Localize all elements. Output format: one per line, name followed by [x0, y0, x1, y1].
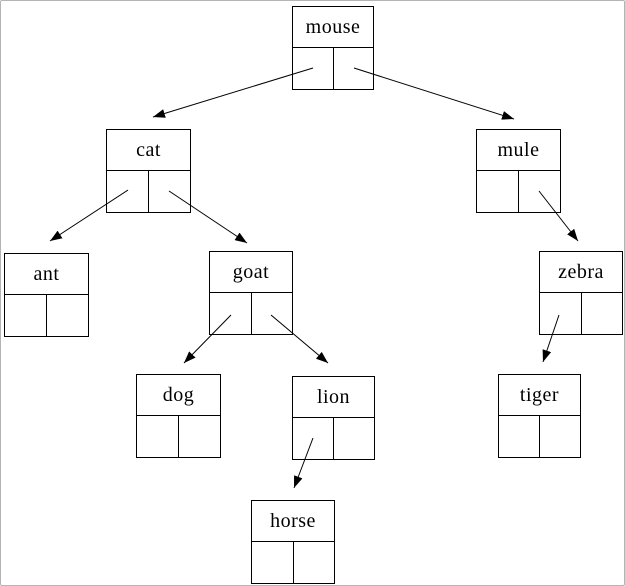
left-pointer-cell — [252, 542, 294, 583]
right-pointer-cell — [179, 416, 220, 457]
pointer-cells — [540, 293, 622, 334]
tree-node-dog: dog — [136, 374, 221, 458]
left-pointer-cell — [477, 171, 519, 212]
tree-node-lion: lion — [292, 376, 375, 460]
node-label: cat — [107, 130, 190, 171]
left-pointer-cell — [293, 418, 334, 459]
tree-node-zebra: zebra — [539, 251, 623, 335]
right-pointer-cell — [149, 171, 190, 212]
pointer-cells — [252, 542, 334, 583]
pointer-cells — [137, 416, 220, 457]
node-label: mule — [477, 130, 560, 171]
pointer-cells — [293, 48, 373, 89]
left-pointer-cell — [293, 48, 334, 89]
right-pointer-cell — [294, 542, 335, 583]
node-label: mouse — [293, 7, 373, 48]
tree-node-goat: goat — [209, 251, 293, 335]
left-pointer-cell — [540, 293, 582, 334]
left-pointer-cell — [210, 293, 252, 334]
node-label: horse — [252, 501, 334, 542]
node-label: tiger — [499, 375, 580, 416]
arrow-mouse-to-mule — [353, 67, 515, 120]
node-label: goat — [210, 252, 292, 293]
node-label: ant — [5, 254, 88, 295]
right-pointer-cell — [519, 171, 560, 212]
right-pointer-cell — [334, 418, 374, 459]
tree-node-horse: horse — [251, 500, 335, 584]
pointer-cells — [293, 418, 374, 459]
pointer-cells — [107, 171, 190, 212]
left-pointer-cell — [107, 171, 149, 212]
left-pointer-cell — [5, 295, 47, 336]
pointer-cells — [210, 293, 292, 334]
right-pointer-cell — [582, 293, 623, 334]
pointer-cells — [477, 171, 560, 212]
right-pointer-cell — [540, 416, 580, 457]
left-pointer-cell — [137, 416, 179, 457]
pointer-cells — [5, 295, 88, 336]
right-pointer-cell — [334, 48, 374, 89]
tree-node-mule: mule — [476, 129, 561, 213]
right-pointer-cell — [252, 293, 293, 334]
arrow-mouse-to-cat — [152, 67, 314, 118]
tree-node-cat: cat — [106, 129, 191, 213]
pointer-cells — [499, 416, 580, 457]
tree-node-ant: ant — [4, 253, 89, 337]
node-label: dog — [137, 375, 220, 416]
tree-node-tiger: tiger — [498, 374, 581, 458]
node-label: zebra — [540, 252, 622, 293]
node-label: lion — [293, 377, 374, 418]
left-pointer-cell — [499, 416, 540, 457]
right-pointer-cell — [47, 295, 88, 336]
tree-node-mouse: mouse — [292, 6, 374, 90]
